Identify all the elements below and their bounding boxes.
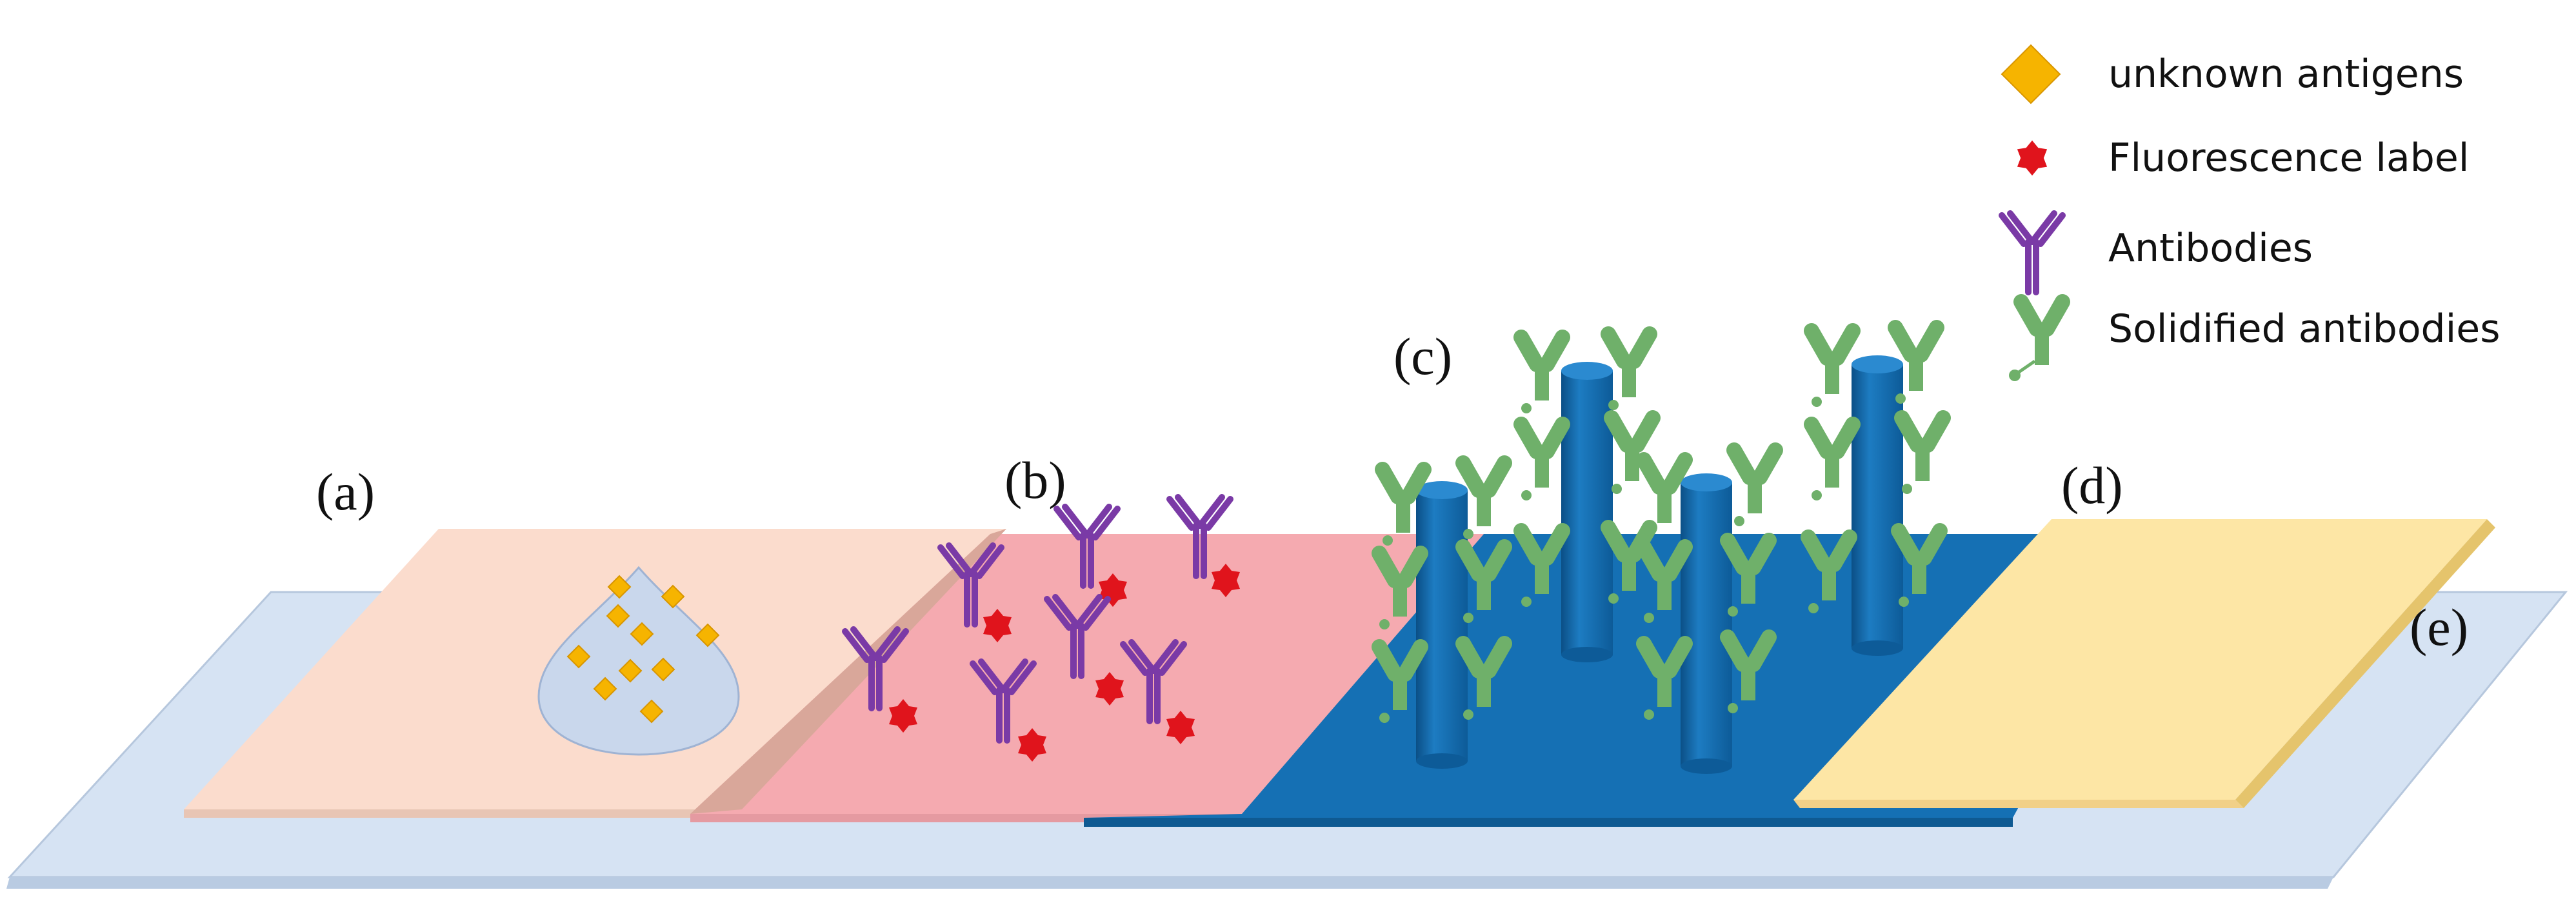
legend-label: unknown antigens [2108, 52, 2464, 97]
pillar [1681, 473, 1732, 774]
absorbent-pad [1793, 519, 2495, 808]
legend-item-antigen: unknown antigens [2001, 44, 2464, 104]
conjugate-pad [690, 529, 1503, 822]
legend-label: Antibodies [2108, 226, 2313, 271]
solidified-antibody [1463, 463, 1504, 539]
solidified-antibody [1734, 450, 1775, 526]
pillar [1561, 362, 1613, 662]
solidified-antibody [1812, 331, 1853, 407]
zone-label-e: (e) [2410, 598, 2468, 657]
legend-label: Fluorescence label [2108, 135, 2469, 181]
pillar [1416, 481, 1468, 769]
solidified-antibody [1902, 418, 1943, 494]
solidified-antibody [1608, 334, 1650, 410]
legend-label: Solidified antibodies [2108, 306, 2500, 351]
solidified-antibody-icon [2009, 294, 2070, 381]
zone-label-b: (b) [1004, 451, 1066, 509]
sample-drop [537, 566, 740, 756]
zone-label-c: (c) [1393, 327, 1452, 386]
zone-label-a: (a) [316, 462, 375, 521]
solidified-antibody [1812, 424, 1853, 500]
legend-item-solidified: Solidified antibodies [2009, 294, 2500, 381]
solidified-antibody [1521, 424, 1563, 500]
legend: unknown antigens Fluorescence label Anti… [1999, 44, 2500, 381]
diamond-icon [2001, 44, 2061, 104]
legend-item-antibody: Antibodies [1999, 210, 2313, 295]
solidified-antibody [1521, 337, 1563, 413]
antibody-icon [1999, 210, 2066, 295]
zone-label-d: (d) [2061, 456, 2123, 515]
legend-item-fluorescence: Fluorescence label [2017, 135, 2469, 181]
star-icon [2017, 140, 2048, 176]
pillar [1852, 355, 1903, 656]
